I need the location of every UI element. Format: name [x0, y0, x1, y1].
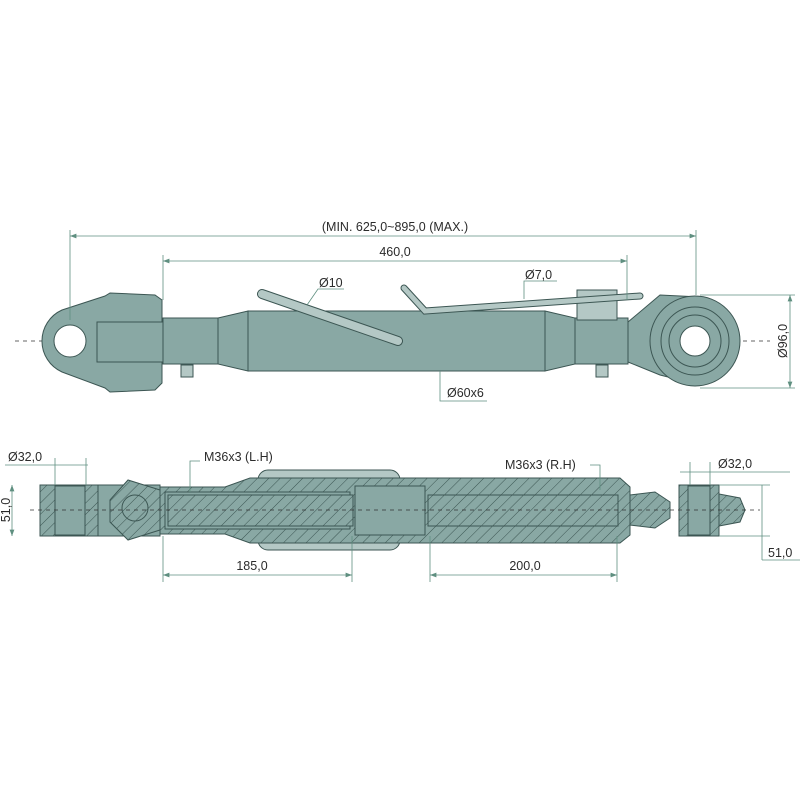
- clevis-pin-block: [96, 321, 164, 363]
- right-thread-label: M36x3 (R.H): [505, 458, 576, 472]
- pin-diameter-label: Ø7,0: [525, 268, 552, 282]
- left-bore-label: Ø32,0: [8, 450, 42, 464]
- right-bore-label: Ø32,0: [718, 457, 752, 471]
- left-cone: [217, 310, 249, 372]
- right-ball-bore: [679, 325, 711, 357]
- right-width-label: 51,0: [768, 546, 792, 560]
- right-spindle: [574, 317, 629, 365]
- left-eye-bore: [53, 324, 87, 358]
- right-lock-nut: [595, 364, 609, 378]
- top-view: (MIN. 625,0~895,0 (MAX.) 460,0 Ø10 Ø7,0 …: [15, 220, 795, 402]
- section-view: Ø32,0 51,0 M36x3 (L.H) M36x3 (R.H) Ø32,0…: [0, 450, 800, 582]
- ball-diameter-label: Ø96,0: [776, 324, 790, 358]
- left-width-label: 51,0: [0, 498, 13, 522]
- left-spindle: [162, 317, 219, 365]
- right-cone: [544, 310, 576, 372]
- left-thread-label: M36x3 (L.H): [204, 450, 273, 464]
- tube-length-label: 460,0: [379, 245, 410, 259]
- handle-diameter-label: Ø10: [319, 276, 343, 290]
- right-thread-section: [427, 494, 619, 527]
- left-thread-length-label: 185,0: [236, 559, 267, 573]
- tube-diameter-label: Ø60x6: [447, 386, 484, 400]
- left-thread-section: [167, 494, 354, 527]
- left-lock-nut: [180, 364, 194, 378]
- overall-length-label: (MIN. 625,0~895,0 (MAX.): [322, 220, 468, 234]
- pin-holder: [576, 289, 618, 321]
- right-thread-length-label: 200,0: [509, 559, 540, 573]
